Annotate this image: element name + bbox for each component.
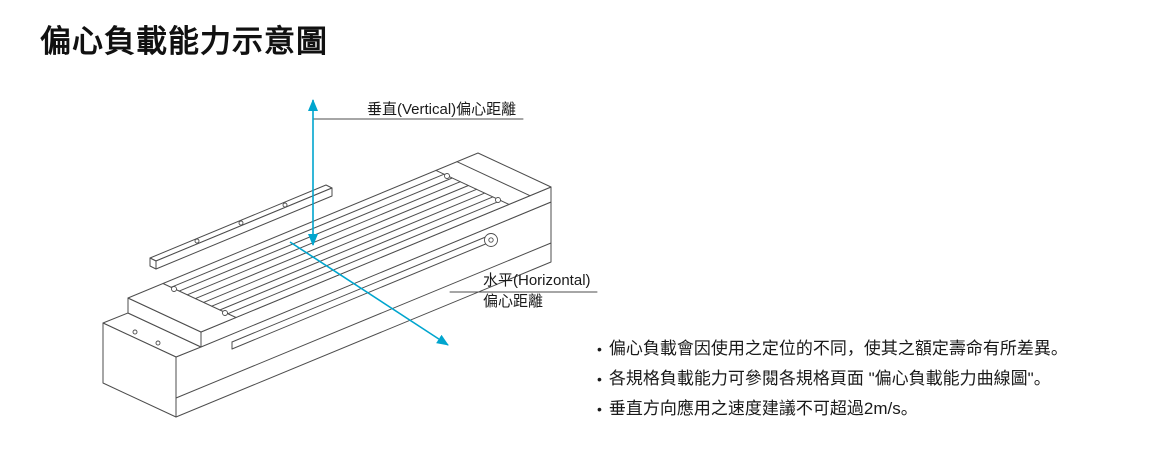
bullet-marker: • <box>597 341 602 357</box>
note-item: • 偏心負載會因使用之定位的不同，使其之額定壽命有所差異。 <box>597 334 1142 364</box>
note-text: 各規格負載能力可參閱各規格頁面 "偏心負載能力曲線圖"。 <box>608 369 1051 388</box>
notes-list: • 偏心負載會因使用之定位的不同，使其之額定壽命有所差異。 • 各規格負載能力可參閱… <box>597 334 1142 424</box>
note-text: 偏心負載會因使用之定位的不同，使其之額定壽命有所差異。 <box>608 339 1068 358</box>
table-top <box>127 152 552 348</box>
page-title: 偏心負載能力示意圖 <box>40 24 328 59</box>
cover-slats <box>170 173 502 315</box>
note-item: • 垂直方向應用之速度建議不可超過2m/s。 <box>597 394 1142 424</box>
bullet-marker: • <box>597 401 602 417</box>
vertical-distance-label: 垂直(Vertical)偏心距離 <box>367 101 517 118</box>
bullet-marker: • <box>597 371 602 387</box>
side-rail <box>149 184 333 270</box>
horizontal-distance-label: 水平(Horizontal) 偏心距離 <box>483 270 591 312</box>
note-text: 垂直方向應用之速度建議不可超過2m/s。 <box>608 399 918 418</box>
horizontal-distance-label-line1: 水平(Horizontal) <box>483 272 591 289</box>
ballscrew-rod <box>231 233 498 350</box>
horizontal-arrow <box>289 241 449 346</box>
horizontal-distance-label-line2: 偏心距離 <box>483 293 544 310</box>
note-item: • 各規格負載能力可參閱各規格頁面 "偏心負載能力曲線圖"。 <box>597 364 1142 394</box>
